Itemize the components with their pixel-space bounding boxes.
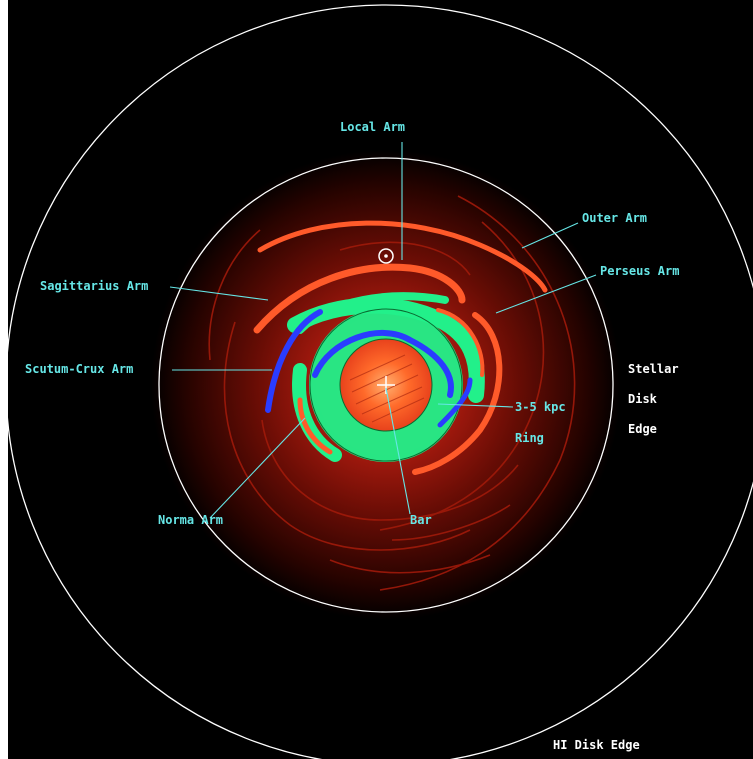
perseus-arm-label: Perseus Arm (600, 264, 679, 278)
bar-leader (385, 387, 411, 515)
norma-arm-label: Norma Arm (158, 513, 223, 527)
perseus-arm-leader (495, 274, 597, 314)
outer-ring-outline (309, 308, 463, 462)
stellar-disk-edge-circle (158, 157, 614, 613)
outer-arm-label: Outer Arm (582, 211, 647, 225)
bar-hatching (349, 354, 425, 423)
outer-arm-leader (521, 222, 579, 249)
stellar-disk-edge-label-line1: Stellar (628, 362, 679, 376)
galactic-center-crosshair-icon (377, 376, 395, 394)
sun-symbol-icon (378, 248, 394, 264)
scutum-crux-arm (265, 309, 473, 428)
hi-disk-edge-label: HI Disk Edge (553, 738, 640, 752)
inner-ring-outline (339, 338, 433, 432)
bar-label: Bar (410, 513, 432, 527)
stellar-disk-edge-label-line3: Edge (628, 422, 657, 436)
red-arms (253, 220, 548, 475)
local-arm-label: Local Arm (340, 120, 405, 134)
leader-lines (169, 142, 597, 519)
sagittarius-arm-label: Sagittarius Arm (40, 279, 148, 293)
scutum-crux-arm-label: Scutum-Crux Arm (25, 362, 133, 376)
sagittarius-arm-leader (169, 286, 269, 301)
stellar-disk-edge-label-line2: Disk (628, 392, 658, 406)
ring-label-line1: 3-5 kpc (515, 400, 566, 414)
ring-leader (437, 403, 514, 408)
hi-disk-edge-circle (8, 4, 753, 759)
ring-label-line2: Ring (515, 431, 544, 445)
faint-arm-traces (208, 195, 576, 591)
norma-arm-leader (209, 417, 306, 519)
